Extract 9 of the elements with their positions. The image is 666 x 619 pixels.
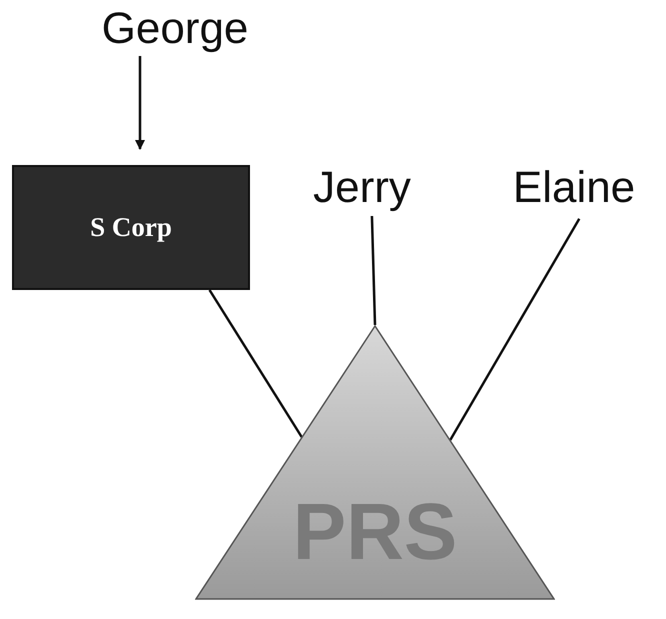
name-label: Elaine (486, 160, 662, 216)
process-box (12, 165, 250, 290)
name-label: Jerry (300, 160, 424, 216)
connector-line (449, 218, 580, 441)
arrow (135, 56, 145, 150)
connector-line (370, 216, 376, 326)
box-label: S Corp (90, 212, 172, 243)
name-label: George (105, 2, 245, 56)
connector-line (208, 289, 303, 438)
